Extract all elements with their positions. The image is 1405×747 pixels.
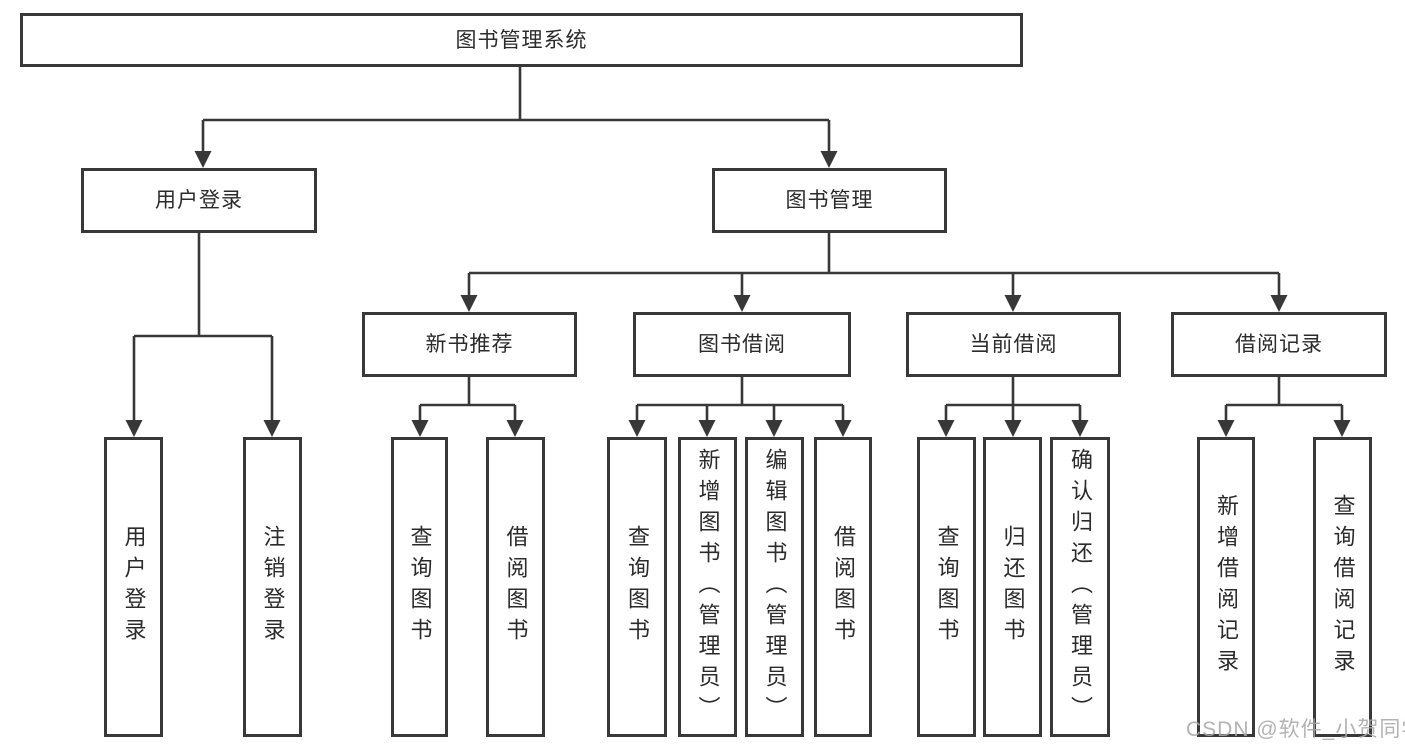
node-book-borrow: 图书借阅 bbox=[633, 312, 851, 377]
node-leaf-add-borrow-record: 新增借阅记录 bbox=[1197, 437, 1255, 737]
arrowhead-down-icon bbox=[1004, 420, 1022, 437]
arrowhead-down-icon bbox=[820, 151, 838, 168]
node-label: 用户登录 bbox=[121, 525, 147, 649]
arrowhead-down-icon bbox=[1071, 420, 1089, 437]
node-leaf-confirm-return-admin: 确认归还（管理员） bbox=[1050, 437, 1110, 737]
node-label: 新书推荐 bbox=[425, 333, 514, 356]
node-new-book-recommend: 新书推荐 bbox=[362, 312, 577, 377]
node-label: 查询图书 bbox=[934, 525, 960, 649]
arrowhead-down-icon bbox=[1004, 295, 1022, 312]
node-label: 图书管理 bbox=[785, 189, 874, 212]
arrowhead-down-icon bbox=[937, 420, 955, 437]
watermark: CSDN @软件_小贺同学 bbox=[1186, 718, 1405, 741]
arrowhead-down-icon bbox=[460, 295, 478, 312]
node-label: 借阅记录 bbox=[1235, 333, 1323, 356]
arrowhead-down-icon bbox=[411, 420, 429, 437]
arrowhead-down-icon bbox=[194, 151, 212, 168]
arrowhead-down-icon bbox=[765, 420, 783, 437]
node-label: 新增借阅记录 bbox=[1214, 494, 1239, 680]
node-leaf-user-login: 用户登录 bbox=[104, 437, 163, 737]
arrowhead-down-icon bbox=[628, 420, 646, 437]
arrowhead-down-icon bbox=[1333, 420, 1351, 437]
node-label: 图书借阅 bbox=[698, 333, 786, 356]
node-leaf-add-books-admin: 新增图书（管理员） bbox=[678, 437, 737, 737]
node-label: 查询图书 bbox=[625, 525, 650, 649]
node-leaf-borrow-books-recommend: 借阅图书 bbox=[486, 437, 545, 737]
node-leaf-query-current: 查询图书 bbox=[917, 437, 976, 737]
arrowhead-down-icon bbox=[1217, 420, 1235, 437]
node-label: 归还图书 bbox=[1000, 525, 1026, 649]
arrowhead-down-icon bbox=[834, 420, 852, 437]
node-label: 查询借阅记录 bbox=[1330, 494, 1356, 680]
node-label: 新增图书（管理员） bbox=[695, 447, 721, 727]
node-user-login: 用户登录 bbox=[81, 168, 317, 233]
node-leaf-query-books: 查询图书 bbox=[607, 437, 667, 737]
node-label: 借阅图书 bbox=[503, 525, 529, 649]
node-leaf-return-books: 归还图书 bbox=[983, 437, 1042, 737]
node-leaf-edit-books-admin: 编辑图书（管理员） bbox=[745, 437, 804, 737]
node-label: 注销登录 bbox=[260, 525, 286, 649]
node-leaf-query-borrow-record: 查询借阅记录 bbox=[1313, 437, 1372, 737]
arrowhead-down-icon bbox=[506, 420, 524, 437]
arrowheads bbox=[125, 151, 1351, 437]
arrowhead-down-icon bbox=[263, 420, 281, 437]
connector-path bbox=[132, 67, 1344, 422]
node-leaf-query-books-recommend: 查询图书 bbox=[391, 437, 448, 737]
arrowhead-down-icon bbox=[1270, 295, 1288, 312]
node-leaf-logout: 注销登录 bbox=[243, 437, 302, 737]
node-label: 用户登录 bbox=[155, 189, 243, 212]
node-root: 图书管理系统 bbox=[20, 13, 1023, 67]
node-label: 查询图书 bbox=[407, 525, 433, 649]
arrowhead-down-icon bbox=[125, 420, 143, 437]
node-label: 确认归还（管理员） bbox=[1068, 447, 1093, 727]
node-label: 编辑图书（管理员） bbox=[762, 447, 788, 727]
arrowhead-down-icon bbox=[733, 295, 751, 312]
node-current-borrow: 当前借阅 bbox=[906, 312, 1121, 377]
node-label: 图书管理系统 bbox=[455, 28, 588, 52]
arrowhead-down-icon bbox=[698, 420, 716, 437]
node-leaf-borrow-books: 借阅图书 bbox=[814, 437, 872, 737]
node-book-management: 图书管理 bbox=[712, 168, 947, 233]
node-label: 借阅图书 bbox=[831, 525, 856, 649]
node-label: 当前借阅 bbox=[969, 333, 1058, 356]
node-borrow-records: 借阅记录 bbox=[1171, 312, 1387, 377]
